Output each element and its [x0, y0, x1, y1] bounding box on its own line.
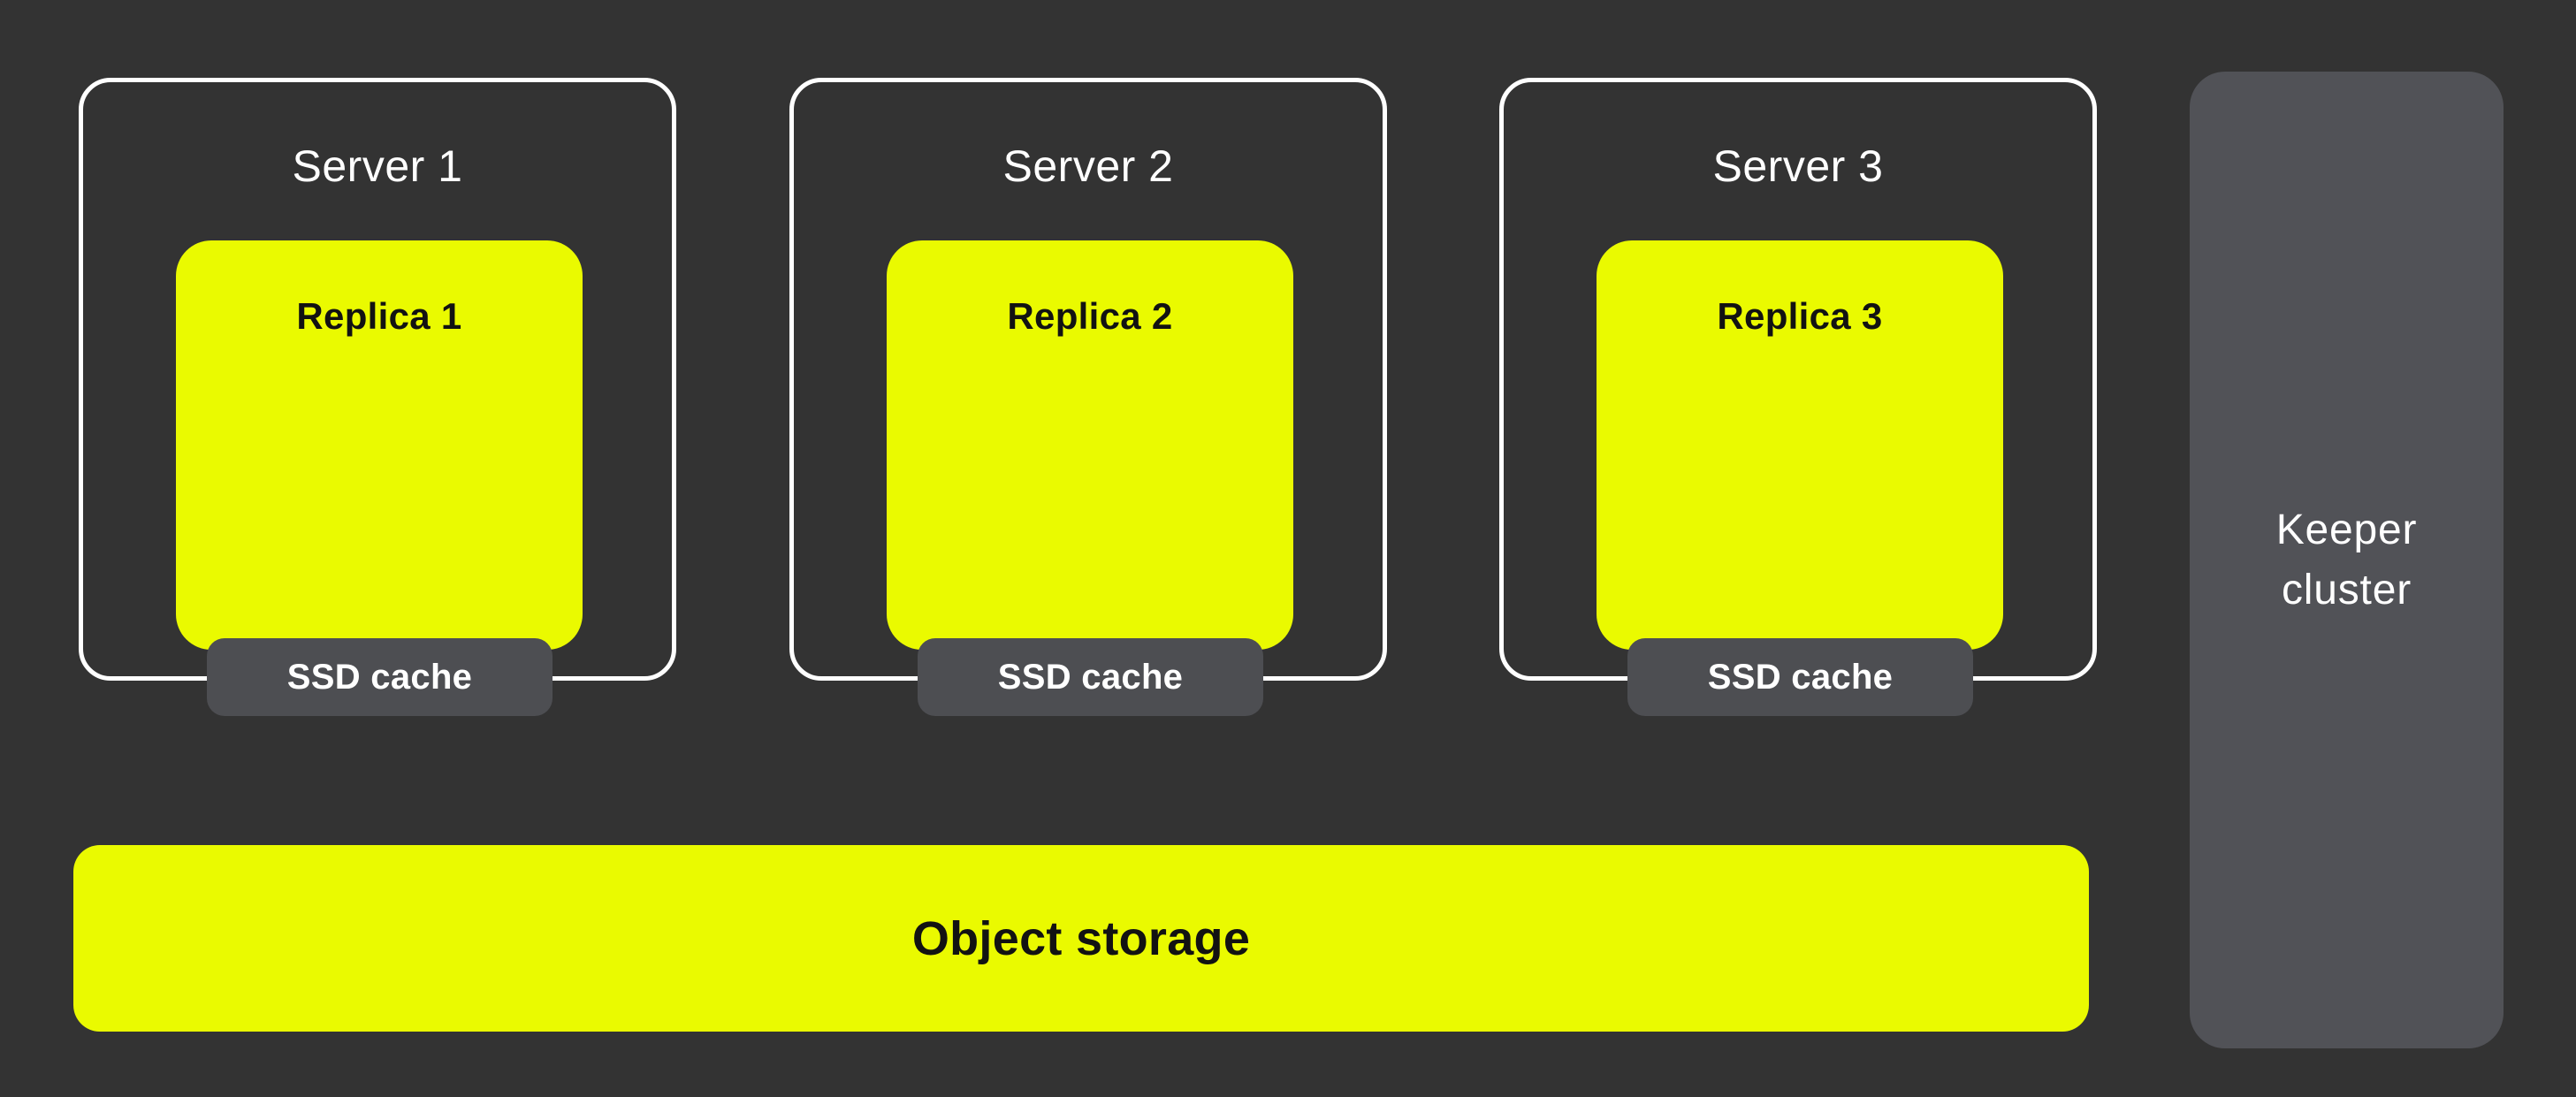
- replica-box-2: Replica 2: [887, 240, 1293, 650]
- ssd-cache-pill-2: SSD cache: [918, 638, 1263, 716]
- ssd-cache-label-3: SSD cache: [1707, 657, 1894, 697]
- ssd-cache-pill-3: SSD cache: [1627, 638, 1973, 716]
- replica-label-1: Replica 1: [296, 295, 462, 337]
- server-box-2: Server 2 Replica 2 SSD cache: [789, 78, 1387, 716]
- replica-label-2: Replica 2: [1007, 295, 1173, 337]
- replica-box-1: Replica 1: [176, 240, 583, 650]
- ssd-cache-label-2: SSD cache: [997, 657, 1184, 697]
- object-storage-bar: Object storage: [73, 845, 2089, 1032]
- replica-label-3: Replica 3: [1717, 295, 1883, 337]
- server-title-3: Server 3: [1712, 141, 1884, 191]
- keeper-label-line1: Keeper: [2275, 507, 2418, 554]
- server-title-2: Server 2: [1002, 141, 1174, 191]
- ssd-cache-label-1: SSD cache: [286, 657, 473, 697]
- server-box-3: Server 3 Replica 3 SSD cache: [1499, 78, 2097, 716]
- server-box-1: Server 1 Replica 1 SSD cache: [79, 78, 676, 716]
- object-storage-label: Object storage: [911, 911, 1251, 965]
- keeper-cluster-panel: Keeper cluster: [2190, 72, 2504, 1048]
- keeper-label-line2: cluster: [2282, 566, 2412, 613]
- replica-box-3: Replica 3: [1597, 240, 2003, 650]
- keeper-cluster-label: Keeper cluster: [2276, 500, 2418, 619]
- server-title-1: Server 1: [292, 141, 463, 191]
- ssd-cache-pill-1: SSD cache: [207, 638, 553, 716]
